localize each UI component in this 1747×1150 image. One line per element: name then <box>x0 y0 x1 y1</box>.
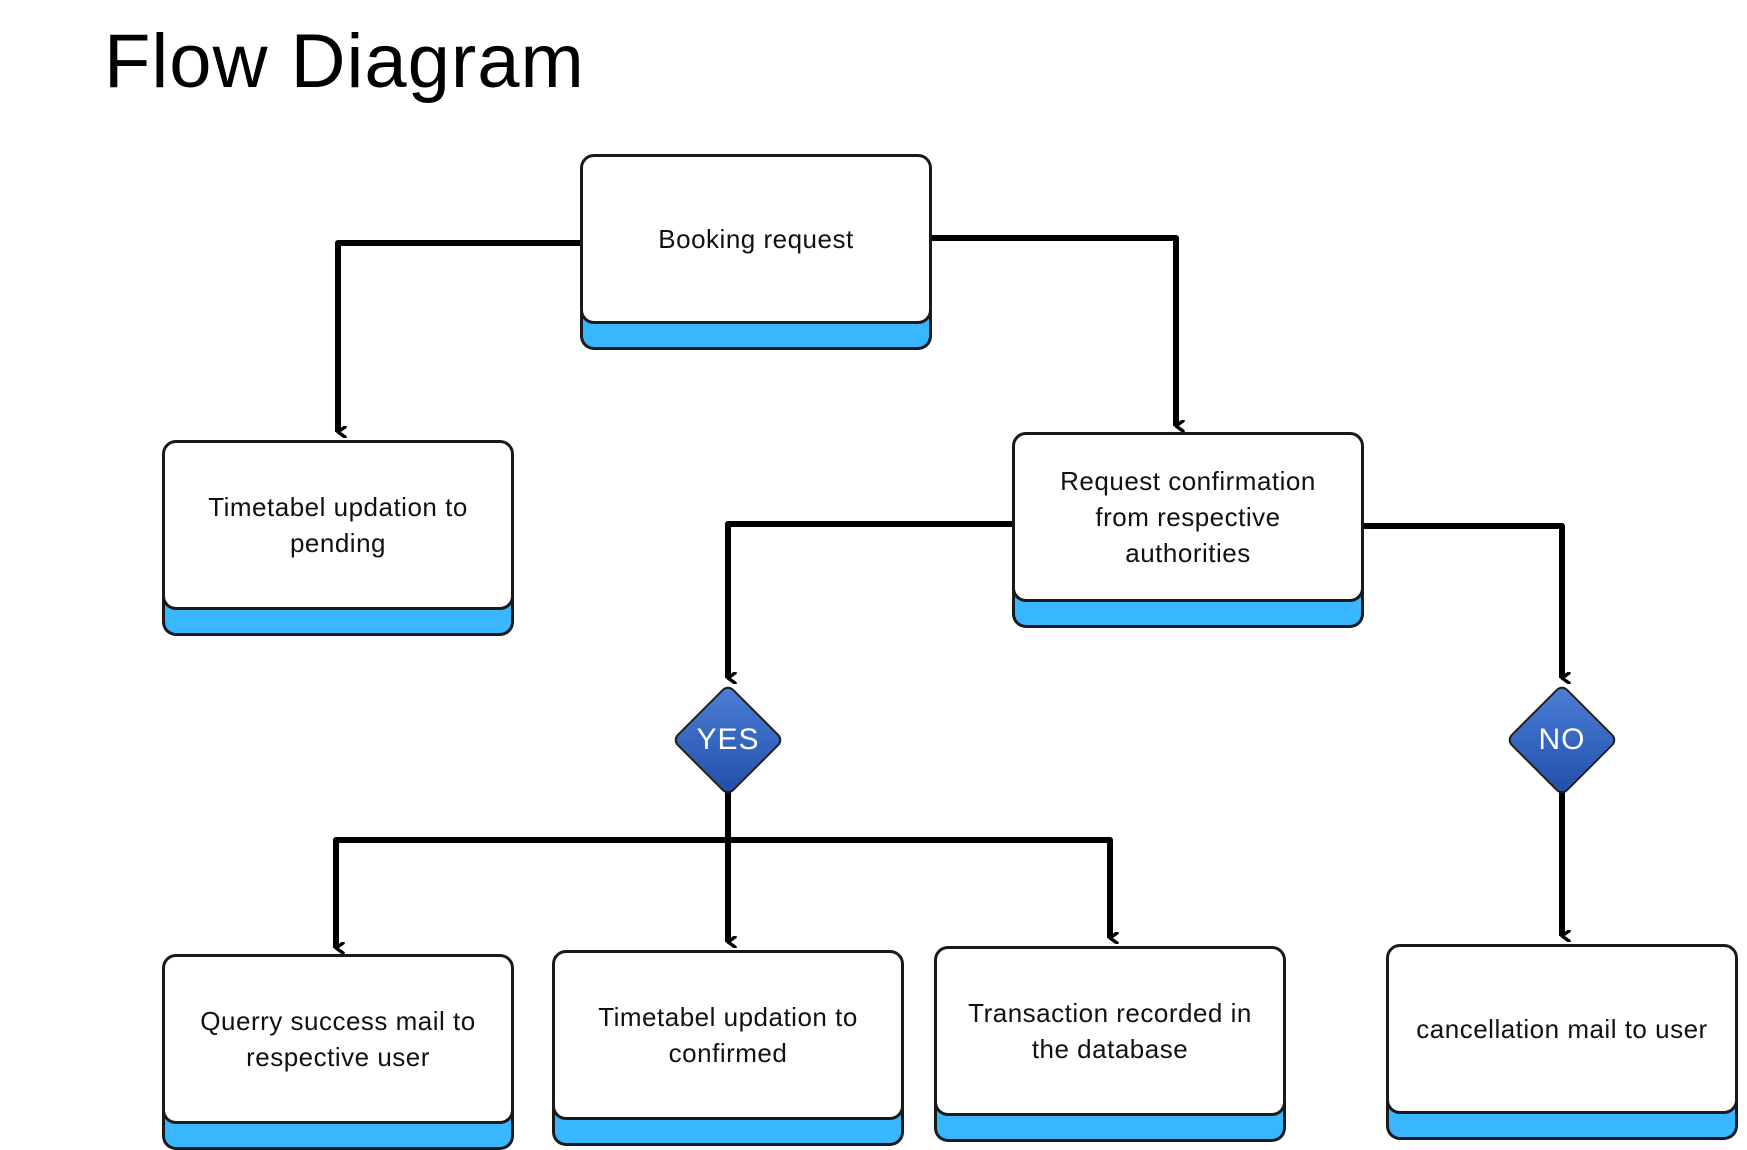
booking-request-label: Booking request <box>658 224 854 254</box>
connector-booking-to-confirmation <box>932 235 1176 426</box>
booking-request-box: Booking request <box>580 154 932 350</box>
timetable-confirmed-label: Timetabel updation to confirmed <box>598 1002 858 1068</box>
decision-yes-diamond: YES <box>671 683 785 797</box>
decision-yes-label: YES <box>696 723 760 756</box>
timetable-pending-box: Timetabel updation to pending <box>162 440 514 636</box>
cancellation-mail-box: cancellation mail to user <box>1386 944 1738 1140</box>
connector-confirmation-to-yes <box>725 521 1012 678</box>
transaction-recorded-box: Transaction recorded in the database <box>934 946 1286 1142</box>
timetable-pending-label: Timetabel updation to pending <box>208 492 468 558</box>
success-mail-box: Querry success mail to respective user <box>162 954 514 1150</box>
connector-yes-to-transaction <box>728 837 1110 938</box>
request-confirmation-label: Request confirmation from respective aut… <box>1060 466 1316 568</box>
decision-no-diamond: NO <box>1505 683 1619 797</box>
page-title: Flow Diagram <box>104 19 585 104</box>
connector-yes-to-success-mail <box>333 837 728 948</box>
cancellation-mail-label: cancellation mail to user <box>1416 1014 1708 1044</box>
timetable-confirmed-box: Timetabel updation to confirmed <box>552 950 904 1146</box>
transaction-recorded-label: Transaction recorded in the database <box>968 998 1252 1064</box>
request-confirmation-box: Request confirmation from respective aut… <box>1012 432 1364 628</box>
connector-booking-to-pending <box>335 240 580 432</box>
success-mail-label: Querry success mail to respective user <box>200 1006 476 1072</box>
connector-confirmation-to-no <box>1364 523 1562 678</box>
decision-no-label: NO <box>1538 723 1586 756</box>
